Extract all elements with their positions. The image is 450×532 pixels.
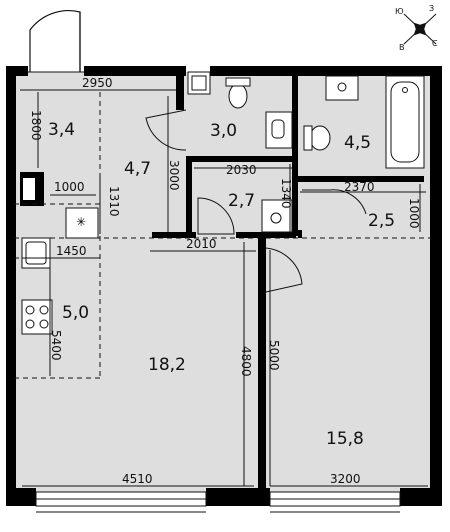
area-storage: 2,7: [228, 191, 255, 211]
compass-north: Ю: [395, 7, 404, 16]
dim-corridor-height: 3000: [167, 160, 181, 191]
area-bath2: 4,5: [344, 133, 371, 153]
dim-niche-width: 1000: [54, 180, 85, 194]
dim-kitchen-length: 5400: [49, 330, 63, 361]
windows: [35, 491, 401, 513]
zone-lines: [14, 92, 430, 379]
area-living: 18,2: [148, 355, 186, 375]
niche-box: [23, 178, 35, 200]
dim-top-width: 2950: [82, 76, 113, 90]
area-kitchen: 5,0: [62, 303, 89, 323]
dim-bottom-right: 3200: [330, 472, 361, 486]
compass-east: З: [429, 4, 434, 13]
area-hall: 3,4: [48, 120, 75, 140]
dim-bedroom-height: 5000: [267, 340, 281, 371]
area-bathroom: 3,0: [210, 121, 237, 141]
area-corridor: 4,7: [124, 159, 151, 179]
electric-panel-icon: ✳: [76, 215, 86, 229]
dim-storage-height: 1340: [279, 178, 293, 209]
dim-bath-width: 2370: [344, 180, 375, 194]
dim-living-width-top: 2010: [186, 237, 217, 251]
dim-living-height: 4800: [239, 346, 253, 377]
dimension-labels: 2950 1800 3000 2030 1340 2370 1000 1000 …: [29, 76, 421, 486]
dim-niche-height: 1310: [107, 186, 121, 217]
area-bedroom: 15,8: [326, 429, 364, 449]
entrance-door[interactable]: [28, 10, 84, 73]
door-swings: [145, 109, 367, 293]
dim-bottom-left: 4510: [122, 472, 153, 486]
dim-hall-height: 1800: [29, 110, 43, 141]
floor-area: [14, 72, 436, 492]
dim-wardrobe-height: 1000: [407, 198, 421, 229]
compass-rose: Ю З С В: [395, 4, 438, 52]
dim-storage-width: 2030: [226, 163, 257, 177]
fixtures: [21, 71, 425, 335]
compass-south: С: [432, 39, 438, 48]
room-labels: 3,4 4,7 3,0 4,5 2,7 2,5 5,0 18,2 15,8: [48, 120, 395, 449]
compass-west: В: [399, 43, 405, 52]
dim-kitchen-width: 1450: [56, 244, 87, 258]
outer-walls: [6, 66, 442, 506]
dimension-lines: [20, 89, 428, 487]
area-wardrobe: 2,5: [368, 211, 395, 231]
